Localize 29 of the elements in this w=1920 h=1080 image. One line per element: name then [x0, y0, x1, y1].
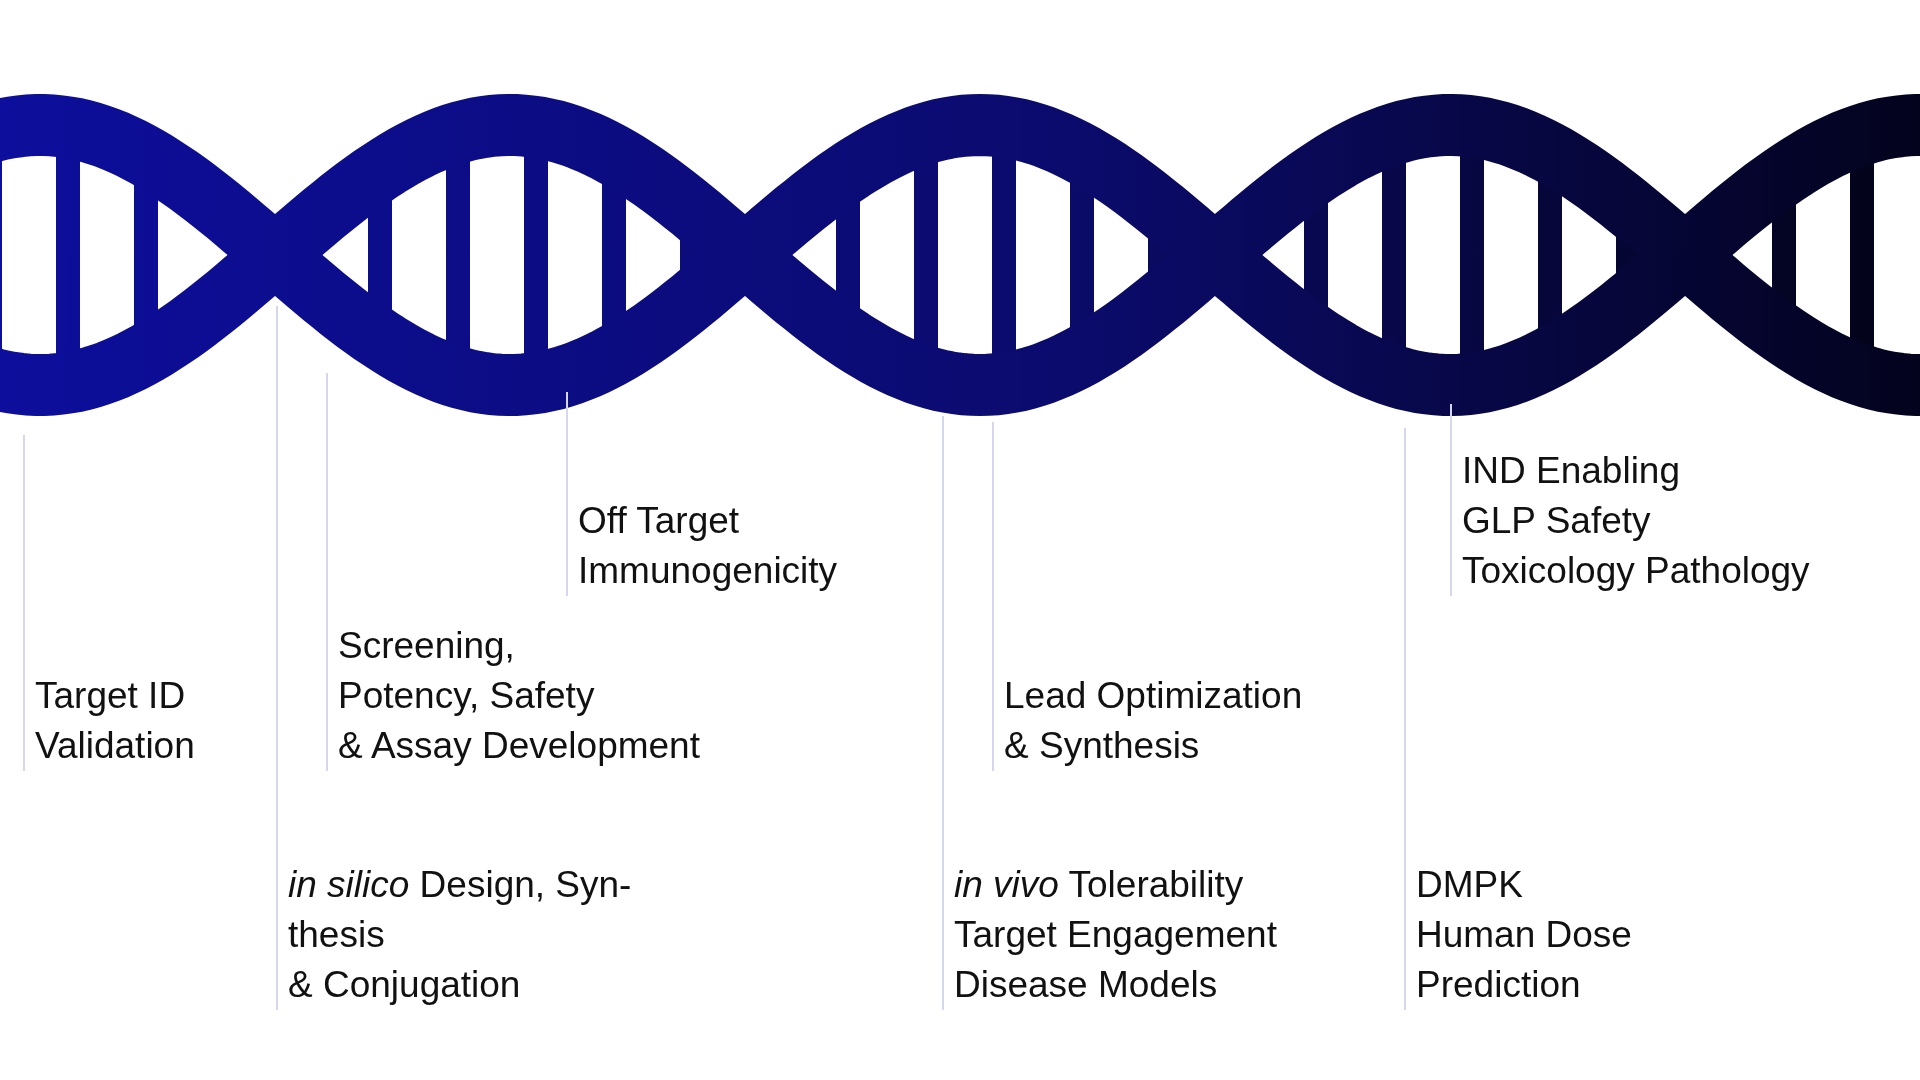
leader-line [23, 434, 25, 772]
step-label: Prediction [1416, 963, 1582, 1007]
step-label: in silico Design, Syn- [288, 863, 632, 907]
leader-line [1404, 427, 1406, 1011]
step-label: Off Target [578, 499, 741, 543]
step-label: DMPK [1416, 863, 1524, 907]
step-label: in vivo Tolerability [954, 863, 1245, 907]
step-label: Human Dose [1416, 913, 1632, 957]
leader-line [276, 305, 278, 1011]
step-label: Target ID [35, 674, 187, 718]
leader-line [566, 391, 568, 597]
step-label: Toxicology Pathology [1462, 549, 1810, 593]
step-label: Target Engagement [954, 913, 1277, 957]
step-label: Validation [35, 724, 195, 768]
step-label: Potency, Safety [338, 674, 596, 718]
step-label: & Conjugation [288, 963, 522, 1007]
step-label: IND Enabling [1462, 449, 1681, 493]
leader-line [326, 372, 328, 772]
step-label: & Synthesis [1004, 724, 1201, 768]
step-label: Immunogenicity [578, 549, 838, 593]
step-label: Screening, [338, 624, 516, 668]
step-label: Lead Optimization [1004, 674, 1303, 718]
step-label: Disease Models [954, 963, 1219, 1007]
step-label: thesis [288, 913, 386, 957]
leader-line [992, 421, 994, 772]
leader-line [1450, 403, 1452, 597]
leader-line [942, 415, 944, 1011]
step-label: GLP Safety [1462, 499, 1652, 543]
step-label: & Assay Development [338, 724, 700, 768]
